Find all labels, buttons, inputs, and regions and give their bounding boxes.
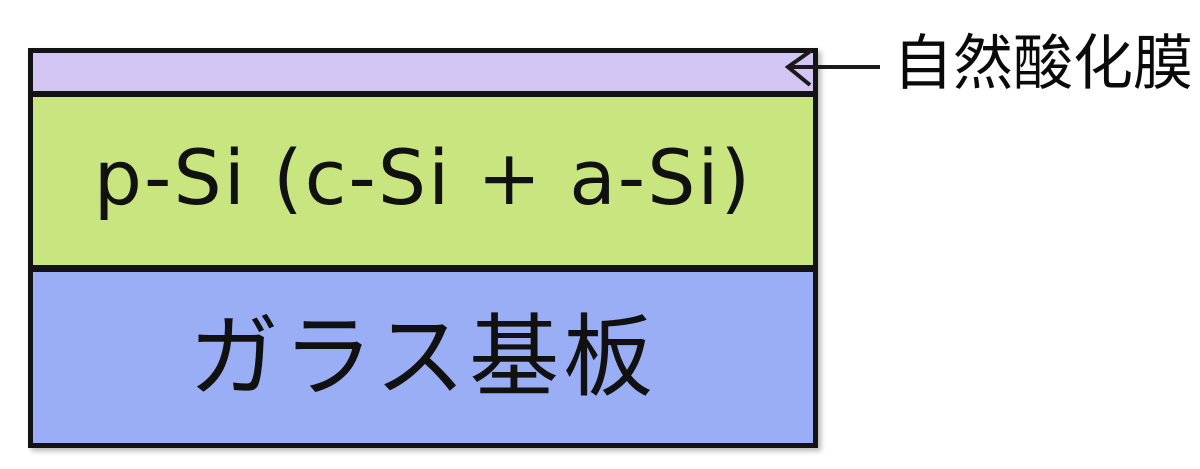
annotation-arrow-icon (784, 48, 880, 87)
layer-divider (33, 91, 813, 97)
layer-stack: p-Si (c-Si + a-Si) ガラス基板 (28, 48, 818, 448)
p-si-layer-label: p-Si (c-Si + a-Si) (93, 133, 753, 222)
layer-p-si: p-Si (c-Si + a-Si) (33, 97, 813, 265)
layer-glass-substrate: ガラス基板 (33, 272, 813, 443)
glass-substrate-label: ガラス基板 (188, 304, 658, 410)
native-oxide-annotation-label: 自然酸化膜 (893, 29, 1193, 99)
layer-native-oxide (33, 53, 813, 91)
layer-divider (33, 265, 813, 272)
